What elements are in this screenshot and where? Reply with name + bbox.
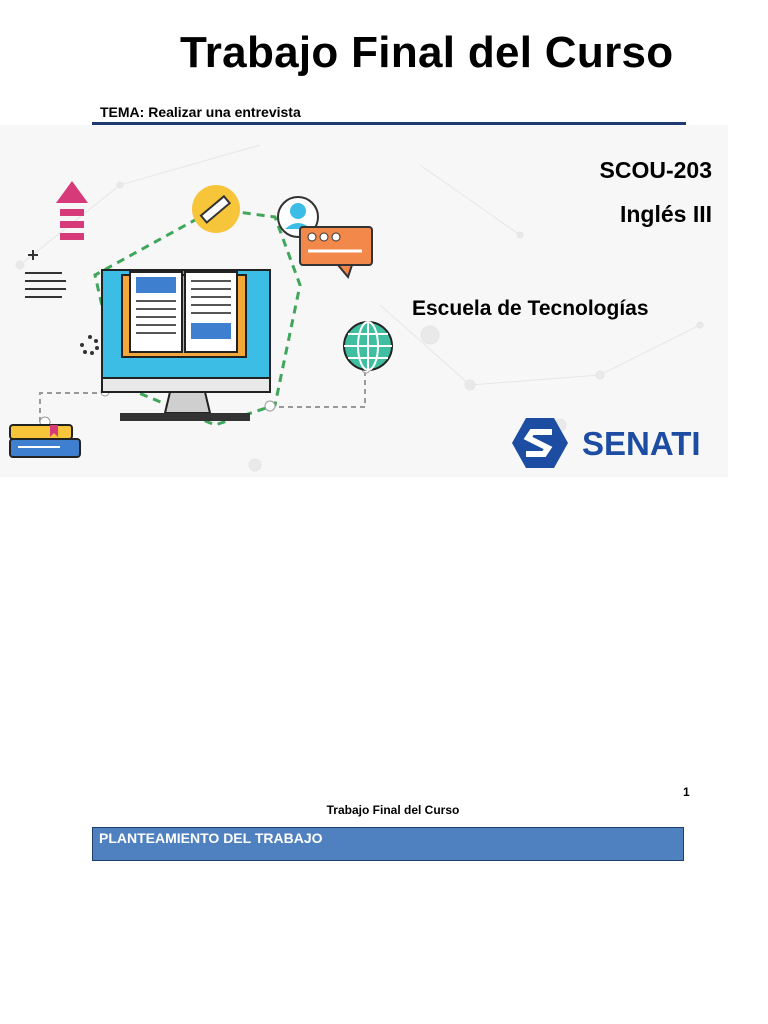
senati-logo-mark: SENATI (512, 418, 701, 468)
document-title: Trabajo Final del Curso (180, 28, 674, 77)
page-header-title: Trabajo Final del Curso (326, 803, 460, 817)
books-stack-icon (9, 424, 81, 458)
topic-text: Realizar una entrevista (148, 104, 301, 120)
loading-icon (80, 335, 99, 355)
topic-underline (92, 122, 686, 125)
globe-icon (343, 321, 393, 371)
page-number: 1 (683, 785, 690, 799)
school-name: Escuela de Tecnologías (412, 297, 649, 320)
cover-banner (0, 125, 728, 477)
senati-logo: SENATI (512, 416, 706, 475)
topic-label: TEMA: (100, 104, 145, 120)
book-icon (121, 271, 247, 358)
banner-illustration (9, 144, 704, 472)
network-background (15, 144, 704, 472)
course-name: Inglés III (619, 201, 712, 227)
pencil-icon (192, 185, 240, 233)
course-code: SCOU-203 (599, 157, 712, 183)
upload-arrow-icon (56, 181, 88, 240)
document-lines-icon (25, 250, 66, 298)
section-heading: PLANTEAMIENTO DEL TRABAJO (92, 827, 684, 861)
topic-line: TEMA: Realizar una entrevista (100, 104, 301, 120)
senati-logo-text: SENATI (582, 425, 701, 462)
chat-bubble-icon (299, 226, 373, 280)
